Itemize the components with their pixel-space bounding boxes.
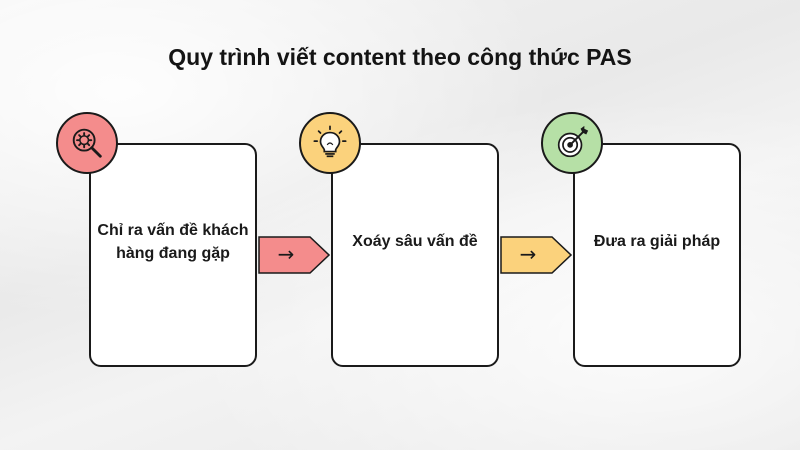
step-label-problem: Chỉ ra vấn đề khách hàng đang gặp — [97, 221, 249, 262]
arrow-glyph: → — [278, 242, 295, 266]
magnifier-gear-icon — [72, 128, 102, 158]
step-label-agitate: Xoáy sâu vấn đề — [352, 233, 478, 251]
step-card-problem: Chỉ ra vấn đề khách hàng đang gặp — [89, 143, 257, 367]
step-label-solution: Đưa ra giải pháp — [593, 233, 721, 251]
lightbulb-icon — [313, 125, 347, 158]
arrow-shape — [500, 236, 572, 274]
badge-solution — [541, 112, 603, 174]
step-card-agitate: Xoáy sâu vấn đề — [331, 143, 499, 367]
arrow-shape — [258, 236, 330, 274]
diagram-title: Quy trình viết content theo công thức PA… — [168, 44, 632, 70]
badge-agitate — [299, 112, 361, 174]
step-card-solution: Đưa ra giải pháp — [573, 143, 741, 367]
arrow-glyph: → — [520, 242, 537, 266]
arrow-step-1-to-2: → — [258, 236, 330, 274]
arrow-step-2-to-3: → — [500, 236, 572, 274]
target-icon — [557, 125, 589, 158]
badge-problem — [56, 112, 118, 174]
